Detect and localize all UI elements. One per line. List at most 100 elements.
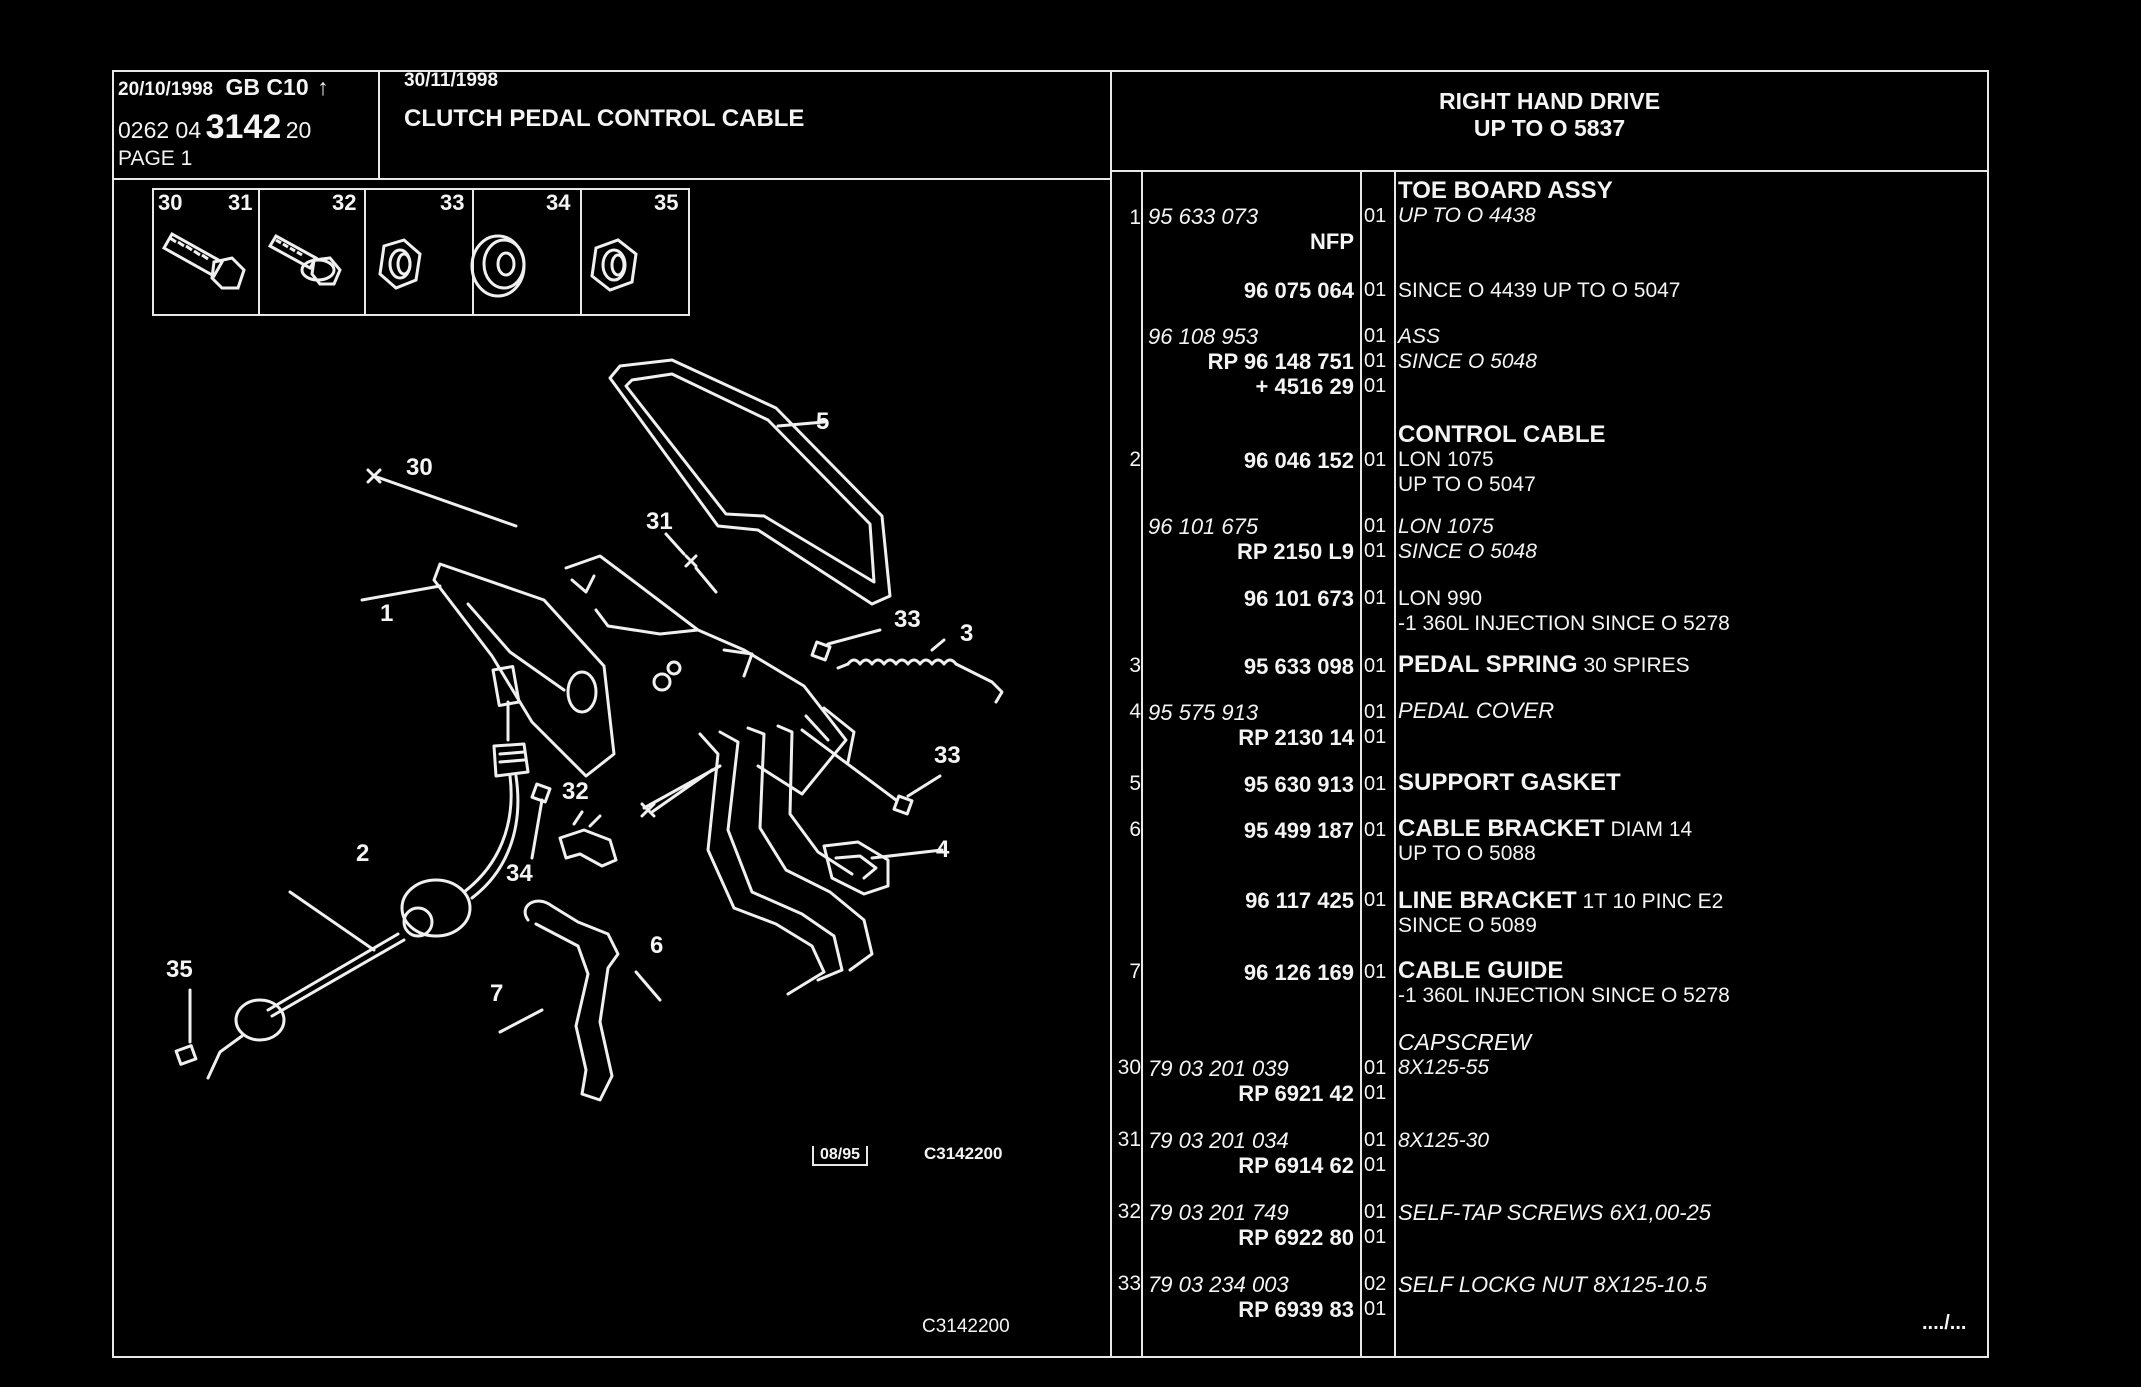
desc-cell: LON 990 -1 360L INJECTION SINCE O 5278 — [1398, 586, 1730, 636]
qty: 01 — [1364, 205, 1387, 227]
desc-cell: CABLE GUIDE -1 360L INJECTION SINCE O 52… — [1398, 958, 1730, 1008]
qty: 01 — [1364, 540, 1387, 562]
header-divider-1 — [378, 70, 380, 180]
part-desc: SELF-TAP SCREWS 6X1,00-25 — [1398, 1200, 1711, 1225]
part-name: CABLE BRACKET — [1398, 815, 1605, 842]
part-number: 96 101 675 — [1148, 514, 1259, 539]
thumb-label-33: 33 — [440, 190, 465, 215]
callout-31: 31 — [646, 508, 673, 535]
thumb-label-31: 31 — [228, 190, 253, 215]
callout-5: 5 — [816, 408, 830, 435]
qty-cell: 01 — [1364, 960, 1394, 985]
qty: 01 — [1364, 279, 1387, 301]
part-number: 79 03 201 749 — [1148, 1200, 1289, 1225]
part-desc: 8X125-55 — [1398, 1056, 1490, 1079]
part-name: PEDAL SPRING — [1398, 651, 1578, 678]
header-ref-suffix: 20 — [285, 117, 312, 143]
callout-30: 30 — [406, 454, 433, 481]
support-gasket-drawing — [608, 358, 892, 606]
thumb-label-30: 30 — [158, 190, 183, 215]
callout-1: 1 — [380, 600, 394, 627]
part-desc: SINCE O 4439 UP TO O 5047 — [1398, 279, 1681, 302]
page-title: CLUTCH PEDAL CONTROL CABLE — [404, 105, 805, 132]
part-number-cell: 95 575 913 RP 2130 14 — [1148, 700, 1354, 750]
lock-nut-icon — [590, 238, 638, 292]
part-name-suffix: 1T 10 PINC E2 — [1582, 890, 1724, 913]
desc-cell: CAPSCREW 8X125-55 — [1398, 1030, 1531, 1080]
header-page: PAGE 1 — [118, 147, 193, 170]
desc-cell: SINCE O 4439 UP TO O 5047 — [1398, 278, 1681, 303]
part-note: NFP — [1310, 229, 1354, 254]
desc-cell: SELF LOCKG NUT 8X125-10.5 — [1398, 1272, 1707, 1297]
qty-cell: 01 — [1364, 772, 1394, 797]
qty: 01 — [1364, 325, 1387, 347]
thumb-divider-1 — [258, 188, 260, 316]
header-id-block: 20/10/1998 GB C10 ↑ — [118, 74, 329, 101]
cable-guide-drawing — [523, 899, 620, 1102]
exploded-diagram — [174, 358, 1004, 1102]
part-number-cell: 95 499 187 — [1148, 818, 1354, 843]
drive-line-1: RIGHT HAND DRIVE — [1438, 88, 1661, 114]
qty: 02 — [1364, 1273, 1387, 1295]
part-name: CAPSCREW — [1398, 1029, 1531, 1055]
part-number-cell: 96 046 152 — [1148, 448, 1354, 473]
callout-7: 7 — [490, 980, 504, 1007]
part-number-cell: 96 075 064 — [1148, 278, 1354, 303]
callout-4: 4 — [936, 836, 950, 863]
qty-cell: 01 01 01 — [1364, 324, 1394, 399]
desc-cell: 8X125-30 — [1398, 1128, 1489, 1153]
part-number: 96 075 064 — [1243, 278, 1354, 303]
fastener-strip — [152, 188, 690, 316]
desc-cell: CABLE BRACKET DIAM 14 UP TO O 5088 — [1398, 816, 1692, 866]
part-number-cell: 96 126 169 — [1148, 960, 1354, 985]
qty: 01 — [1364, 350, 1387, 372]
part-desc: UP TO O 5088 — [1398, 842, 1536, 865]
part-number: 96 108 953 — [1148, 324, 1259, 349]
part-name-suffix: 30 SPIRES — [1583, 654, 1690, 677]
part-number-cell: 96 108 953 RP 96 148 751 + 4516 29 — [1148, 324, 1354, 399]
ref-number: 1 — [1129, 206, 1141, 229]
part-desc: LON 1075 — [1398, 515, 1494, 538]
header-ref-main: 3142 — [205, 108, 282, 146]
part-desc: UP TO O 4438 — [1398, 204, 1536, 227]
header-bottom-right — [1110, 170, 1989, 172]
part-name: CONTROL CABLE — [1398, 421, 1606, 448]
part-number-rp: RP 96 148 751 — [1207, 349, 1354, 374]
part-number-cell: 96 117 425 — [1148, 888, 1354, 913]
qty-cell: 01 01 — [1364, 1128, 1394, 1178]
ref-number: 4 — [1129, 700, 1141, 723]
qty-cell: 01 — [1364, 204, 1394, 229]
ref-number: 32 — [1117, 1200, 1141, 1223]
desc-cell: PEDAL SPRING 30 SPIRES — [1398, 652, 1690, 677]
ref-number: 7 — [1129, 960, 1141, 983]
part-number-cell: 95 630 913 — [1148, 772, 1354, 797]
qty-cell: 01 — [1364, 654, 1394, 679]
part-desc: 8X125-30 — [1398, 1129, 1490, 1152]
qty-cell: 01 — [1364, 278, 1394, 303]
desc-cell: PEDAL COVER — [1398, 698, 1554, 723]
part-number-cell: 79 03 234 003 RP 6939 83 — [1148, 1272, 1354, 1322]
header-ref-block: 0262 04 3142 20 — [118, 108, 311, 147]
thumb-label-35: 35 — [654, 190, 679, 215]
part-desc: SINCE O 5048 — [1398, 350, 1537, 373]
qty: 01 — [1364, 819, 1387, 841]
desc-cell: SELF-TAP SCREWS 6X1,00-25 — [1398, 1200, 1711, 1225]
qty: 01 — [1364, 726, 1387, 748]
qty: 01 — [1364, 1082, 1387, 1104]
part-name: TOE BOARD ASSY — [1398, 177, 1613, 204]
drawing-code: C3142200 — [924, 1144, 1003, 1163]
page-code: C3142200 — [922, 1316, 1010, 1337]
part-number: 95 499 187 — [1243, 818, 1354, 843]
qty: 01 — [1364, 449, 1387, 471]
part-number: 79 03 201 034 — [1148, 1128, 1289, 1153]
qty: 01 — [1364, 1298, 1387, 1320]
part-number-cell: 79 03 201 034 RP 6914 62 — [1148, 1128, 1354, 1178]
qty-cell: 01 01 — [1364, 514, 1394, 564]
callout-3: 3 — [960, 620, 974, 647]
ref-number: 2 — [1129, 448, 1141, 471]
pedal-arms-drawing — [698, 706, 874, 996]
qty: 01 — [1364, 375, 1387, 397]
part-desc: SELF LOCKG NUT 8X125-10.5 — [1398, 1272, 1707, 1297]
nut-icon — [378, 238, 422, 290]
fastener-marks-drawing — [188, 468, 946, 1044]
